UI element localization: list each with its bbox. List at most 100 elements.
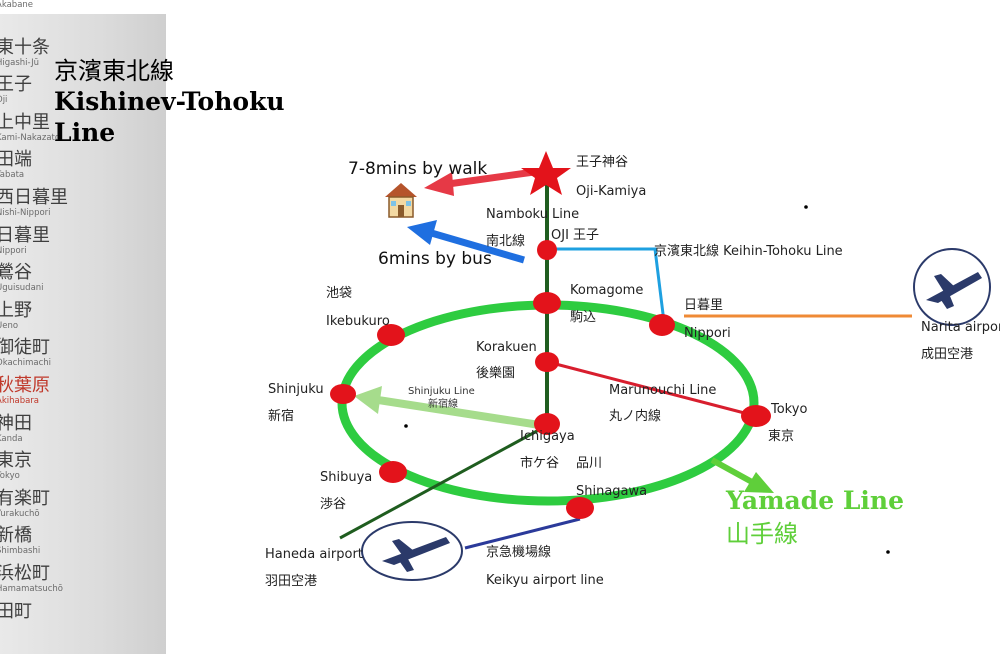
sign-station-item: 田端Tabata — [0, 149, 162, 181]
oji-kamiya-jp: 王子神谷 — [576, 155, 628, 170]
stray-dot — [804, 205, 808, 209]
station-dot-nippori — [649, 314, 675, 336]
oji-kamiya-star-icon — [521, 151, 571, 195]
ikebukuro-jp: 池袋 — [326, 286, 352, 301]
sign-station-item: 王子Oji — [0, 74, 162, 106]
line-title-jp: 京濱東北線 — [54, 57, 174, 85]
keihin-tohoku-line — [555, 247, 666, 323]
shibuya-en: Shibuya — [320, 470, 372, 485]
sign-station-jp: 田町 — [0, 600, 32, 622]
bus-arrow — [407, 220, 525, 264]
bus-label: 6mins by bus — [378, 249, 492, 269]
sign-station-jp: 田端 — [0, 149, 32, 171]
station-dot-ichigaya — [534, 413, 560, 435]
sign-station-jp: 御徒町 — [0, 337, 50, 359]
station-dots — [330, 240, 771, 519]
sign-station-jp: 東十条 — [0, 36, 50, 58]
oji-label: OJI 王子 — [551, 228, 599, 243]
line-title: 京濱東北線 Kishinev-Tohoku Line — [54, 56, 324, 148]
haneda-en: Haneda airport — [265, 547, 363, 562]
sign-station-en: Oji — [0, 95, 8, 106]
sign-station-en: Akihabara — [0, 396, 40, 406]
sign-station-item: Akabane — [0, 0, 162, 10]
sign-station-jp: 上中里 — [0, 111, 50, 133]
ichigaya-jp: 市ケ谷 — [520, 455, 559, 471]
tokyo-en: Tokyo — [770, 402, 807, 417]
haneda-jp: 羽田空港 — [265, 574, 317, 589]
keihin-label: 京濱東北線 Keihin-Tohoku Line — [654, 243, 843, 259]
sign-station-en: Nippori — [0, 245, 27, 256]
sign-station-en: Akabane — [0, 0, 34, 10]
komagome-jp: 駒込 — [570, 310, 596, 325]
house-icon — [385, 183, 417, 218]
sign-station-en: Higashi-Jū — [0, 57, 39, 68]
sign-station-en: Tabata — [0, 170, 25, 181]
shinjuku-jp: 新宿 — [268, 408, 294, 424]
station-dot-shinjuku — [330, 384, 356, 404]
sign-station-en: Kami-Nakazato — [0, 132, 61, 143]
keikyu-en: Keikyu airport line — [486, 573, 604, 588]
oji-kamiya-en: Oji-Kamiya — [576, 184, 646, 199]
sign-station-jp: 神田 — [0, 412, 32, 434]
stray-dot — [404, 424, 408, 428]
sign-station-en: Yurakuchō — [0, 508, 40, 519]
sign-station-jp: 王子 — [0, 74, 32, 96]
ikebukuro-en: Ikebukuro — [326, 314, 390, 329]
walk-arrow — [424, 168, 535, 196]
haneda-airplane-icon — [361, 521, 463, 581]
sign-station-jp: 西日暮里 — [0, 187, 68, 208]
nippori-jp: 日暮里 — [684, 298, 723, 313]
narita-jp: 成田空港 — [921, 347, 973, 362]
station-dot-korakuen — [535, 352, 559, 372]
narita-airplane-icon — [913, 248, 991, 326]
shinagawa-en: Shinagawa — [576, 484, 647, 499]
sign-station-item: 神田Kanda — [0, 412, 162, 444]
yamanote-arrow — [710, 457, 774, 493]
nippori-en: Nippori — [684, 326, 731, 341]
korakuen-en: Korakuen — [476, 340, 537, 355]
sign-station-en: Ueno — [0, 320, 19, 331]
shinjuku-en: Shinjuku — [268, 382, 324, 397]
sign-station-en: Uguisudani — [0, 283, 44, 294]
shibuya-jp: 渉谷 — [320, 497, 346, 512]
narita-en: Narita airport — [921, 320, 1000, 335]
station-dot-oji — [537, 240, 557, 260]
sign-station-en: Shimbashi — [0, 546, 41, 557]
line-title-en: Kishinev-Tohoku Line — [54, 87, 285, 147]
marunouchi-line — [547, 360, 757, 418]
keikyu-jp: 京急機場線 — [486, 544, 551, 560]
namboku-jp: 南北線 — [486, 233, 525, 249]
station-dot-tokyo — [741, 405, 771, 427]
sign-station-jp: 有楽町 — [0, 487, 50, 509]
station-dot-shibuya — [379, 461, 407, 483]
yamanote-en: Yamade Line — [725, 486, 904, 515]
sign-station-en: Nishi-Nippori — [0, 208, 51, 218]
ichigaya-extra: 品川 — [576, 456, 602, 471]
sign-station-en: Kanda — [0, 433, 23, 444]
marunouchi-en: Marunouchi Line — [609, 383, 716, 398]
sign-station-jp: 日暮里 — [0, 224, 50, 246]
tokyo-jp: 東京 — [768, 428, 794, 444]
namboku-en: Namboku Line — [486, 207, 579, 222]
sign-station-item: 東京Tokyo — [0, 451, 162, 482]
station-dot-ikebukuro — [377, 324, 405, 346]
station-dot-komagome — [533, 292, 561, 314]
shinjuku-line-en: Shinjuku Line — [408, 386, 475, 397]
sign-station-jp: 上野 — [0, 299, 32, 321]
shinjuku-arrow — [354, 386, 547, 430]
station-dot-shinagawa — [566, 497, 594, 519]
sign-station-en: Tokyo — [0, 471, 20, 482]
sign-station-item: 田町 — [0, 600, 162, 622]
haneda-line — [339, 423, 549, 540]
